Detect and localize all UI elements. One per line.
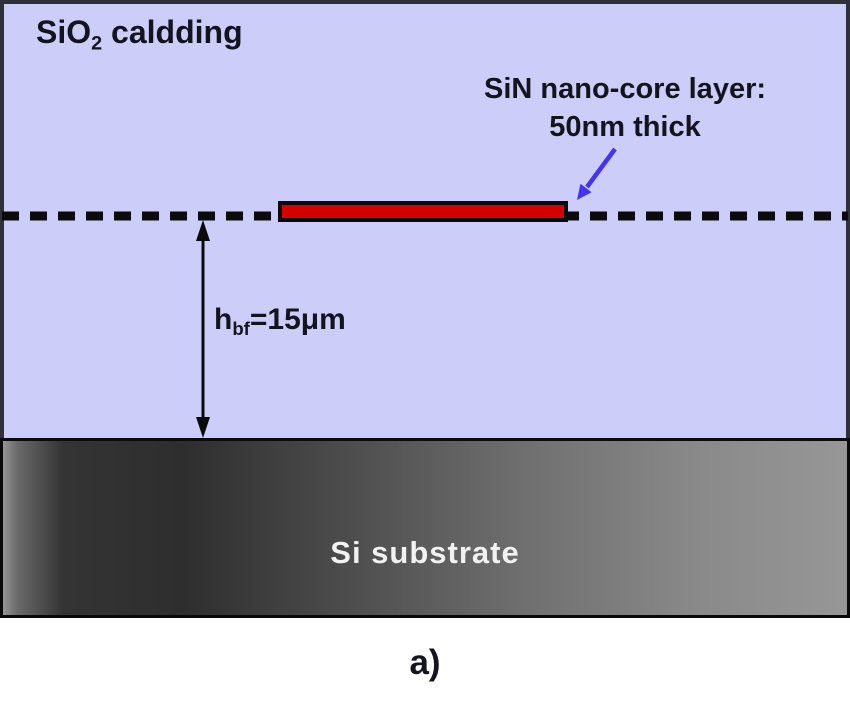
core-annotation-label: SiN nano-core layer: 50nm thick (425, 70, 825, 146)
core-annotation-line2: 50nm thick (549, 111, 701, 143)
cladding-label-prefix: SiO (36, 14, 92, 50)
si-substrate-region (0, 438, 850, 618)
buffer-thickness-label: hbf=15μm (214, 303, 346, 340)
buffer-thickness-subscript: bf (232, 317, 250, 339)
cladding-label: SiO2 caldding (36, 14, 243, 55)
cladding-label-suffix: caldding (102, 14, 243, 50)
buffer-thickness-value: =15μm (249, 303, 346, 336)
substrate-label: Si substrate (330, 535, 520, 570)
buffer-thickness-prefix: h (214, 303, 233, 336)
core-annotation-line1: SiN nano-core layer: (483, 73, 767, 105)
sio2-cladding-region (0, 0, 850, 438)
figure-caption: a) (409, 643, 441, 682)
cladding-label-subscript: 2 (91, 32, 103, 55)
